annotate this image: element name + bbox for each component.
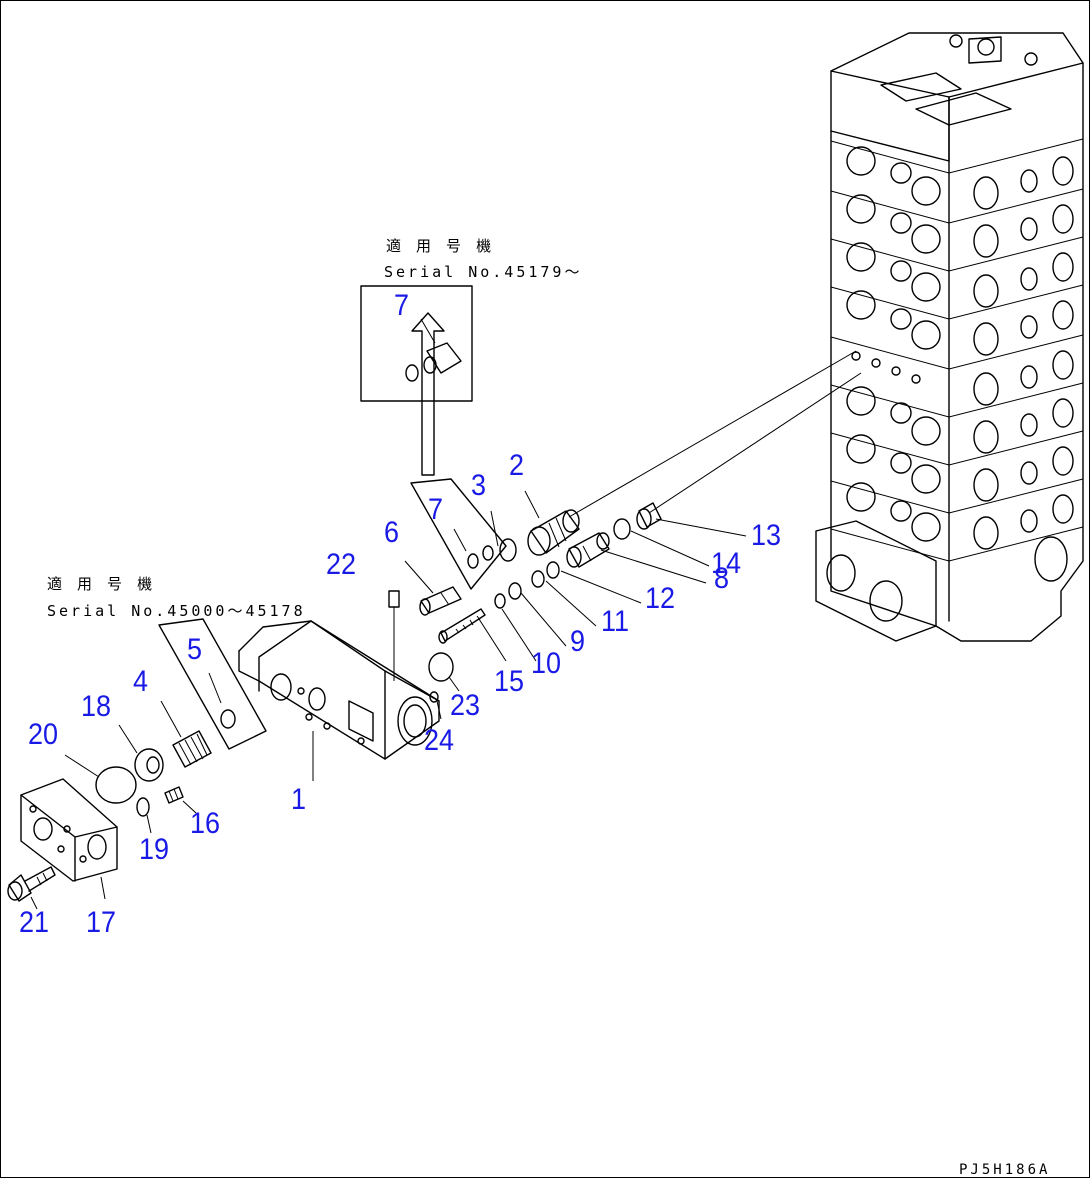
callout-1: 1: [291, 783, 307, 816]
part-4-spring: [160, 700, 212, 768]
part-16-spring: [164, 786, 197, 814]
part-12-ring: [531, 570, 545, 588]
callout-12: 12: [645, 582, 676, 615]
callout-2: 2: [509, 449, 525, 482]
part-11-ring: [546, 561, 560, 579]
part-18-washer: [118, 724, 164, 782]
callout-22: 22: [326, 548, 357, 581]
part-23-oring: [428, 652, 454, 682]
part-22-nipple: [388, 590, 400, 681]
callout-13: 13: [751, 519, 782, 552]
callout-14: 14: [711, 547, 742, 580]
part-19-oring: [136, 797, 150, 817]
part-1-valve-body: [238, 620, 440, 781]
callout-11: 11: [601, 605, 630, 638]
arrow-up-icon: [411, 312, 445, 476]
part-15-bolt: [438, 608, 486, 644]
control-valve-assembly: [815, 32, 1084, 642]
part-13-plug: [636, 502, 662, 530]
callout-6: 6: [384, 516, 400, 549]
callout-7: 7: [428, 493, 444, 526]
part-8: [566, 532, 610, 568]
part-20-oring: [95, 766, 137, 804]
callout-7-top: 7: [394, 289, 410, 322]
callout-23: 23: [450, 689, 481, 722]
callout-3: 3: [471, 469, 487, 502]
callout-15: 15: [494, 665, 525, 698]
part-5-bracket: [158, 618, 267, 750]
callout-20: 20: [28, 718, 59, 751]
callout-4: 4: [133, 665, 149, 698]
part-3-oring: [499, 538, 517, 562]
part-21-bolt: [7, 866, 56, 910]
callout-18: 18: [81, 690, 112, 723]
part-9-ring: [508, 582, 522, 600]
callout-16: 16: [190, 807, 221, 840]
drawing-code: PJ5H186A: [959, 1162, 1051, 1178]
callout-19: 19: [139, 833, 170, 866]
part-6-pin: [419, 586, 462, 616]
serial-note-left: Serial No.45000～45178: [47, 602, 306, 620]
serial-variant-box: [360, 285, 473, 402]
callout-5: 5: [187, 633, 203, 666]
part-14-oring: [613, 518, 631, 540]
serial-note-top: Serial No.45179～: [384, 263, 583, 281]
callout-9: 9: [570, 625, 586, 658]
serial-note-top-jp: 適 用 号 機: [386, 237, 495, 255]
callout-8: 8: [714, 562, 730, 595]
callout-24: 24: [424, 724, 455, 757]
part-7-bracket: [410, 478, 507, 590]
callout-21: 21: [19, 906, 50, 939]
callout-10: 10: [531, 647, 562, 680]
part-2: [527, 509, 580, 556]
part-10-ring: [494, 593, 506, 609]
serial-note-left-jp: 適 用 号 機: [47, 575, 156, 593]
callout-17: 17: [86, 906, 117, 939]
part-17-cover: [20, 778, 118, 900]
part-24-oring: [429, 691, 439, 703]
